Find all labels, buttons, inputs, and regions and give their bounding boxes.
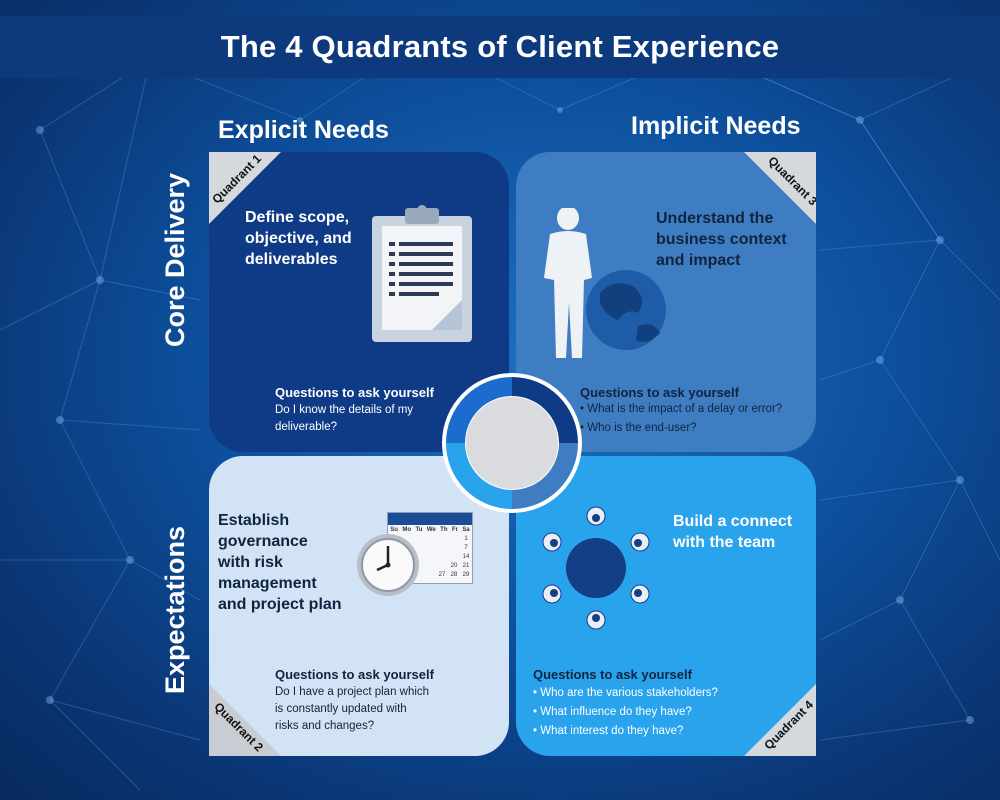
question-item: What influence do they have?	[533, 703, 718, 722]
calendar-cell	[448, 544, 460, 553]
question-line: deliverable?	[275, 421, 338, 433]
quadrant-2: Quadrant 2 Establish governance with ris…	[209, 456, 509, 756]
question-line: is constantly updated with	[275, 703, 407, 715]
heading-line: Define scope,	[245, 209, 350, 226]
calendar-cell: 14	[462, 554, 470, 560]
quadrant-2-questions: Do I have a project plan which is consta…	[275, 684, 429, 735]
calendar-cell	[436, 544, 448, 553]
quadrant-2-heading: Establish governance with risk managemen…	[218, 510, 342, 615]
calendar-day: Mo	[402, 527, 412, 533]
calendar-cell	[448, 535, 460, 544]
calendar-day: Tu	[415, 527, 423, 533]
calendar-day: Th	[440, 527, 448, 533]
calendar-day: Su	[390, 527, 398, 533]
calendar-cell: 1	[464, 536, 468, 542]
heading-line: and impact	[656, 252, 741, 269]
calendar-cell: 20	[450, 563, 458, 569]
question-line: Do I know the details of my	[275, 404, 414, 416]
calendar-cell	[436, 553, 448, 562]
calendar-cell	[436, 562, 448, 571]
calendar-cell	[424, 544, 436, 553]
calendar-header	[388, 513, 472, 525]
quadrant-3-questions: What is the impact of a delay or error? …	[580, 400, 782, 438]
heading-line: Establish	[218, 512, 290, 529]
quadrant-4-corner	[744, 684, 816, 756]
calendar-cell: 27	[438, 572, 446, 578]
heading-line: business context	[656, 231, 787, 248]
calendar-cell	[448, 553, 460, 562]
column-label-explicit: Explicit Needs	[218, 116, 389, 144]
calendar-grid: 1 7 14 20 21 27 28 29	[388, 533, 472, 580]
calendar-day: We	[426, 527, 436, 533]
center-cycle-icon	[442, 373, 582, 513]
heading-line: with the team	[673, 534, 776, 551]
quadrant-3-questions-title: Questions to ask yourself	[580, 385, 739, 400]
clipboard-checklist-icon	[372, 205, 472, 342]
quadrant-2-questions-title: Questions to ask yourself	[275, 667, 434, 682]
heading-line: with risk	[218, 554, 283, 571]
calendar-day: Fr	[451, 527, 458, 533]
calendar-cell	[424, 571, 436, 580]
question-item: What is the impact of a delay or error?	[580, 400, 782, 419]
heading-line: objective, and	[245, 230, 352, 247]
calendar-day: Sa	[462, 527, 470, 533]
quadrant-1-questions-title: Questions to ask yourself	[275, 385, 434, 400]
calendar-cell	[424, 535, 436, 544]
quadrant-3-corner	[744, 152, 816, 224]
question-line: Do I have a project plan which	[275, 686, 430, 698]
calendar-cell: 21	[462, 563, 470, 569]
quadrant-2-corner	[209, 684, 281, 756]
businessman-globe-icon	[544, 208, 666, 358]
quadrant-1-corner	[209, 152, 281, 224]
heading-line: and project plan	[218, 596, 342, 613]
heading-line: management	[218, 575, 317, 592]
title-banner: The 4 Quadrants of Client Experience	[0, 16, 1000, 78]
calendar-cell	[424, 562, 436, 571]
row-label-expectations: Expectations	[160, 525, 190, 695]
quadrant-4-questions-title: Questions to ask yourself	[533, 667, 692, 682]
clock-icon	[357, 534, 419, 596]
heading-line: Build a connect	[673, 513, 793, 530]
calendar-days: Su Mo Tu We Th Fr Sa	[388, 525, 472, 533]
team-table-icon	[542, 506, 650, 630]
calendar-cell: 28	[450, 572, 458, 578]
heading-line: Understand the	[656, 210, 774, 227]
quadrant-3-heading: Understand the business context and impa…	[656, 208, 787, 271]
heading-line: governance	[218, 533, 308, 550]
row-label-core-delivery: Core Delivery	[160, 172, 190, 348]
quadrant-4-heading: Build a connect with the team	[673, 511, 792, 553]
quadrant-1-questions: Do I know the details of my deliverable?	[275, 402, 413, 436]
quadrant-4: Quadrant 4 Build a connect with the team…	[516, 456, 816, 756]
heading-line: deliverables	[245, 251, 338, 268]
question-item: What interest do they have?	[533, 722, 718, 741]
question-item: Who is the end-user?	[580, 419, 782, 438]
question-line: risks and changes?	[275, 720, 375, 732]
calendar-cell: 29	[462, 572, 470, 578]
quadrant-1-heading: Define scope, objective, and deliverable…	[245, 207, 352, 270]
calendar-cell	[436, 535, 448, 544]
calendar-cell: 7	[464, 545, 468, 551]
question-item: Who are the various stakeholders?	[533, 684, 718, 703]
calendar-cell	[424, 553, 436, 562]
column-label-implicit: Implicit Needs	[631, 112, 801, 140]
page-title: The 4 Quadrants of Client Experience	[220, 29, 780, 64]
quadrant-4-questions: Who are the various stakeholders? What i…	[533, 684, 718, 741]
